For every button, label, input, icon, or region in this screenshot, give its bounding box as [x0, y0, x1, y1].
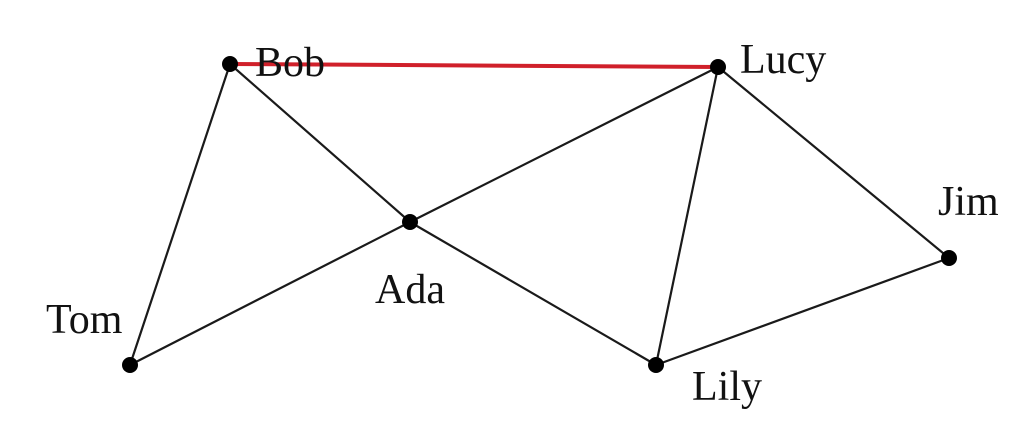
edge-lucy-lily — [654, 65, 720, 367]
node-jim — [941, 250, 957, 266]
edge-lucy-jim — [716, 65, 951, 260]
edge-bob-tom — [128, 62, 232, 367]
edge-bob-ada — [228, 62, 412, 224]
edge-ada-tom — [128, 220, 412, 367]
node-lucy — [710, 59, 726, 75]
node-bob — [222, 56, 238, 72]
node-tom — [122, 357, 138, 373]
node-ada — [402, 214, 418, 230]
node-lily — [648, 357, 664, 373]
edge-bob-lucy-highlighted — [228, 62, 720, 69]
node-label-tom: Tom — [46, 297, 123, 343]
edges-layer — [128, 62, 951, 367]
labels-layer: Bob Lucy Ada Jim Tom Lily — [46, 37, 999, 410]
node-label-ada: Ada — [375, 267, 445, 313]
edge-ada-lily — [408, 220, 658, 367]
node-label-lily: Lily — [692, 364, 762, 410]
nodes-layer — [122, 56, 957, 373]
node-label-lucy: Lucy — [740, 37, 826, 83]
node-label-jim: Jim — [938, 179, 999, 225]
edge-ada-lucy — [408, 65, 720, 224]
node-label-bob: Bob — [255, 40, 325, 86]
edge-lily-jim — [654, 256, 951, 367]
